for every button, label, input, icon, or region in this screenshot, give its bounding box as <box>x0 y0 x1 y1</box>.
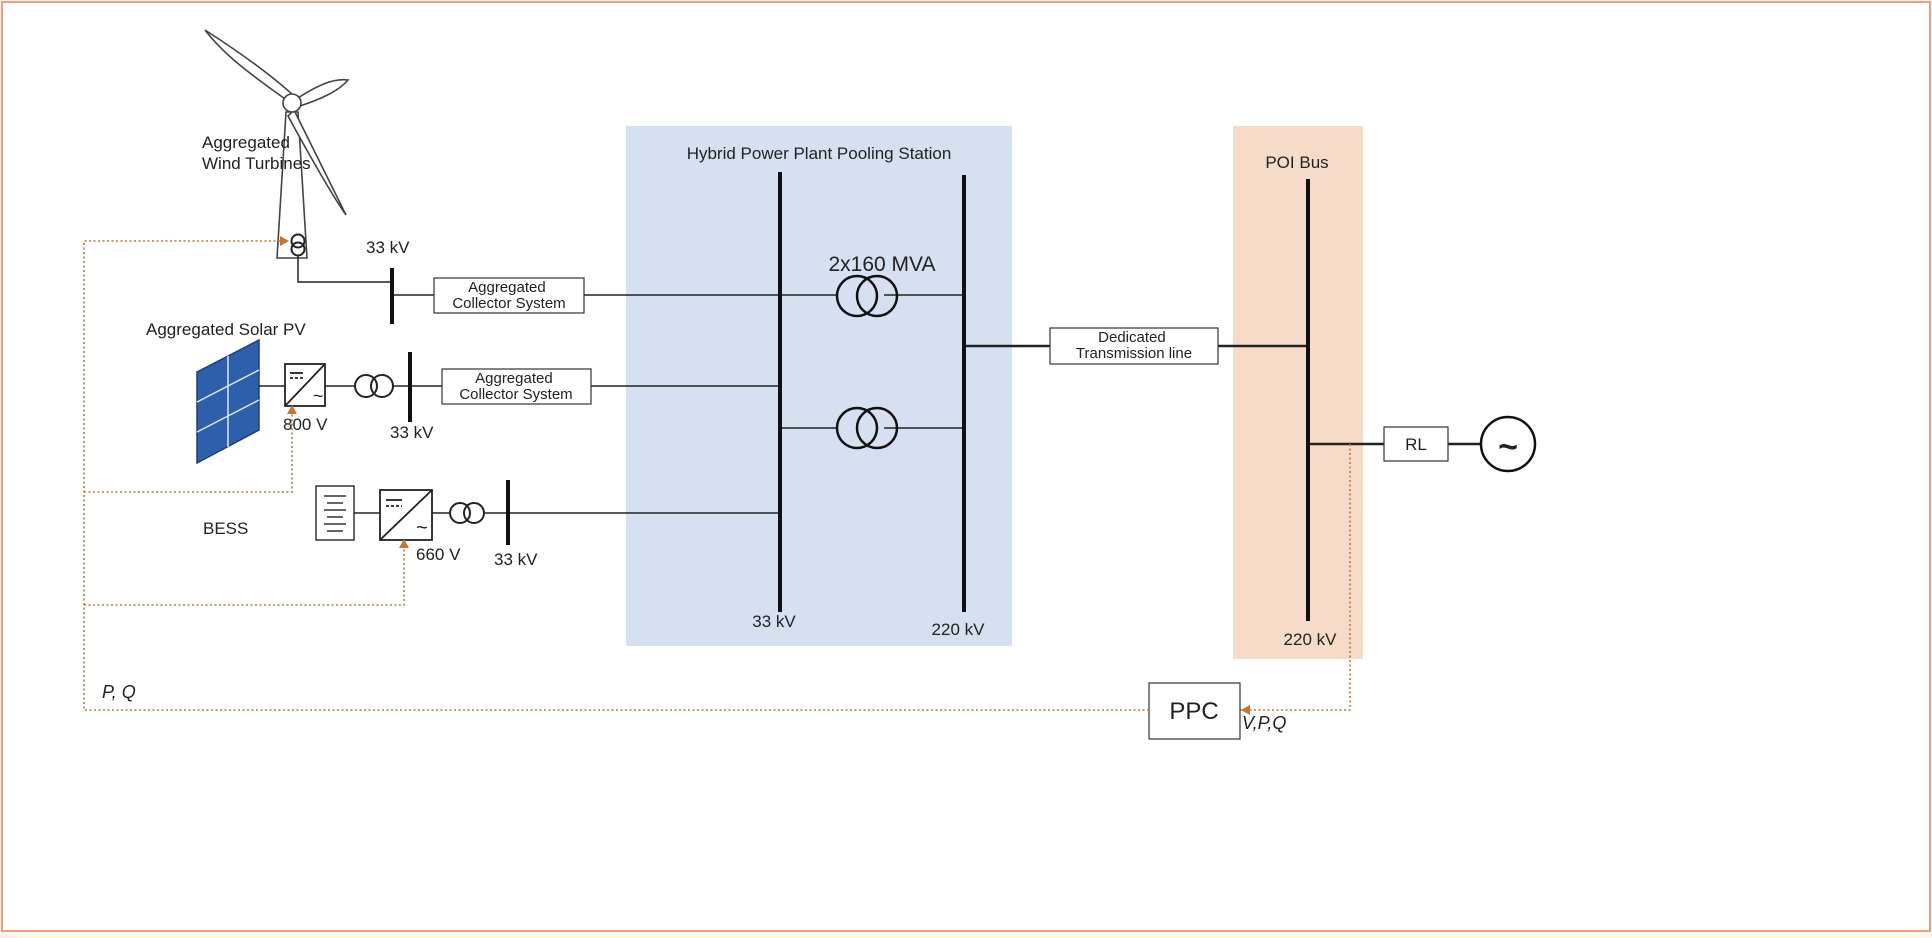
pool-transformer-1-icon <box>835 274 899 318</box>
bess-inverter-voltage: 660 V <box>416 545 461 564</box>
bess-inverter-icon: ~ <box>379 489 433 541</box>
ppc-label: PPC <box>1169 698 1218 725</box>
battery-icon <box>315 485 355 541</box>
ac-source-icon: ~ <box>1479 415 1537 473</box>
signal-arrowheads <box>280 236 1250 715</box>
pool-hv-voltage: 220 kV <box>932 620 986 639</box>
connection-lines <box>259 256 1482 514</box>
ppc-box <box>1148 682 1241 740</box>
poi-bus-zone <box>1233 126 1363 659</box>
solar-panel-icon <box>196 338 260 465</box>
rl-box <box>1383 426 1449 462</box>
transformer-rating-label: 2x160 MVA <box>829 253 936 276</box>
pool-transformer-2-icon <box>835 406 899 450</box>
wind-collector-label: Aggregated Collector System <box>452 279 565 312</box>
wind-bus-voltage: 33 kV <box>366 238 410 257</box>
transmission-line-box <box>1049 327 1219 365</box>
solar-inverter-voltage: 800 V <box>283 415 328 434</box>
solar-collector-box <box>441 368 592 405</box>
svg-text:~: ~ <box>416 517 428 539</box>
solar-label: Aggregated Solar PV <box>146 320 306 339</box>
solar-bus-voltage: 33 kV <box>390 423 434 442</box>
wind-transformer-icon <box>290 233 306 257</box>
bess-label: BESS <box>203 519 248 538</box>
wind-label: Aggregated Wind Turbines <box>202 133 311 173</box>
signal-pq-label: P, Q <box>102 682 136 702</box>
rl-label: RL <box>1405 435 1427 454</box>
svg-text:~: ~ <box>313 386 324 406</box>
transmission-line-label: Dedicated Transmission line <box>1076 329 1192 362</box>
bess-bus-voltage: 33 kV <box>494 550 538 569</box>
wind-turbine-icon <box>204 29 350 259</box>
poi-bus-title: POI Bus <box>1265 153 1328 172</box>
pool-lv-voltage: 33 kV <box>752 612 796 631</box>
signal-vpq-label: V,P,Q <box>1242 713 1286 733</box>
solar-inverter-icon: ~ <box>284 363 326 407</box>
pooling-station-title: Hybrid Power Plant Pooling Station <box>687 144 952 163</box>
solar-collector-label: Aggregated Collector System <box>459 370 572 403</box>
wind-collector-box <box>433 277 585 314</box>
bus-bars <box>390 172 1310 621</box>
svg-text:~: ~ <box>1498 428 1518 466</box>
control-signal-lines <box>83 240 1351 711</box>
poi-voltage: 220 kV <box>1284 630 1338 649</box>
